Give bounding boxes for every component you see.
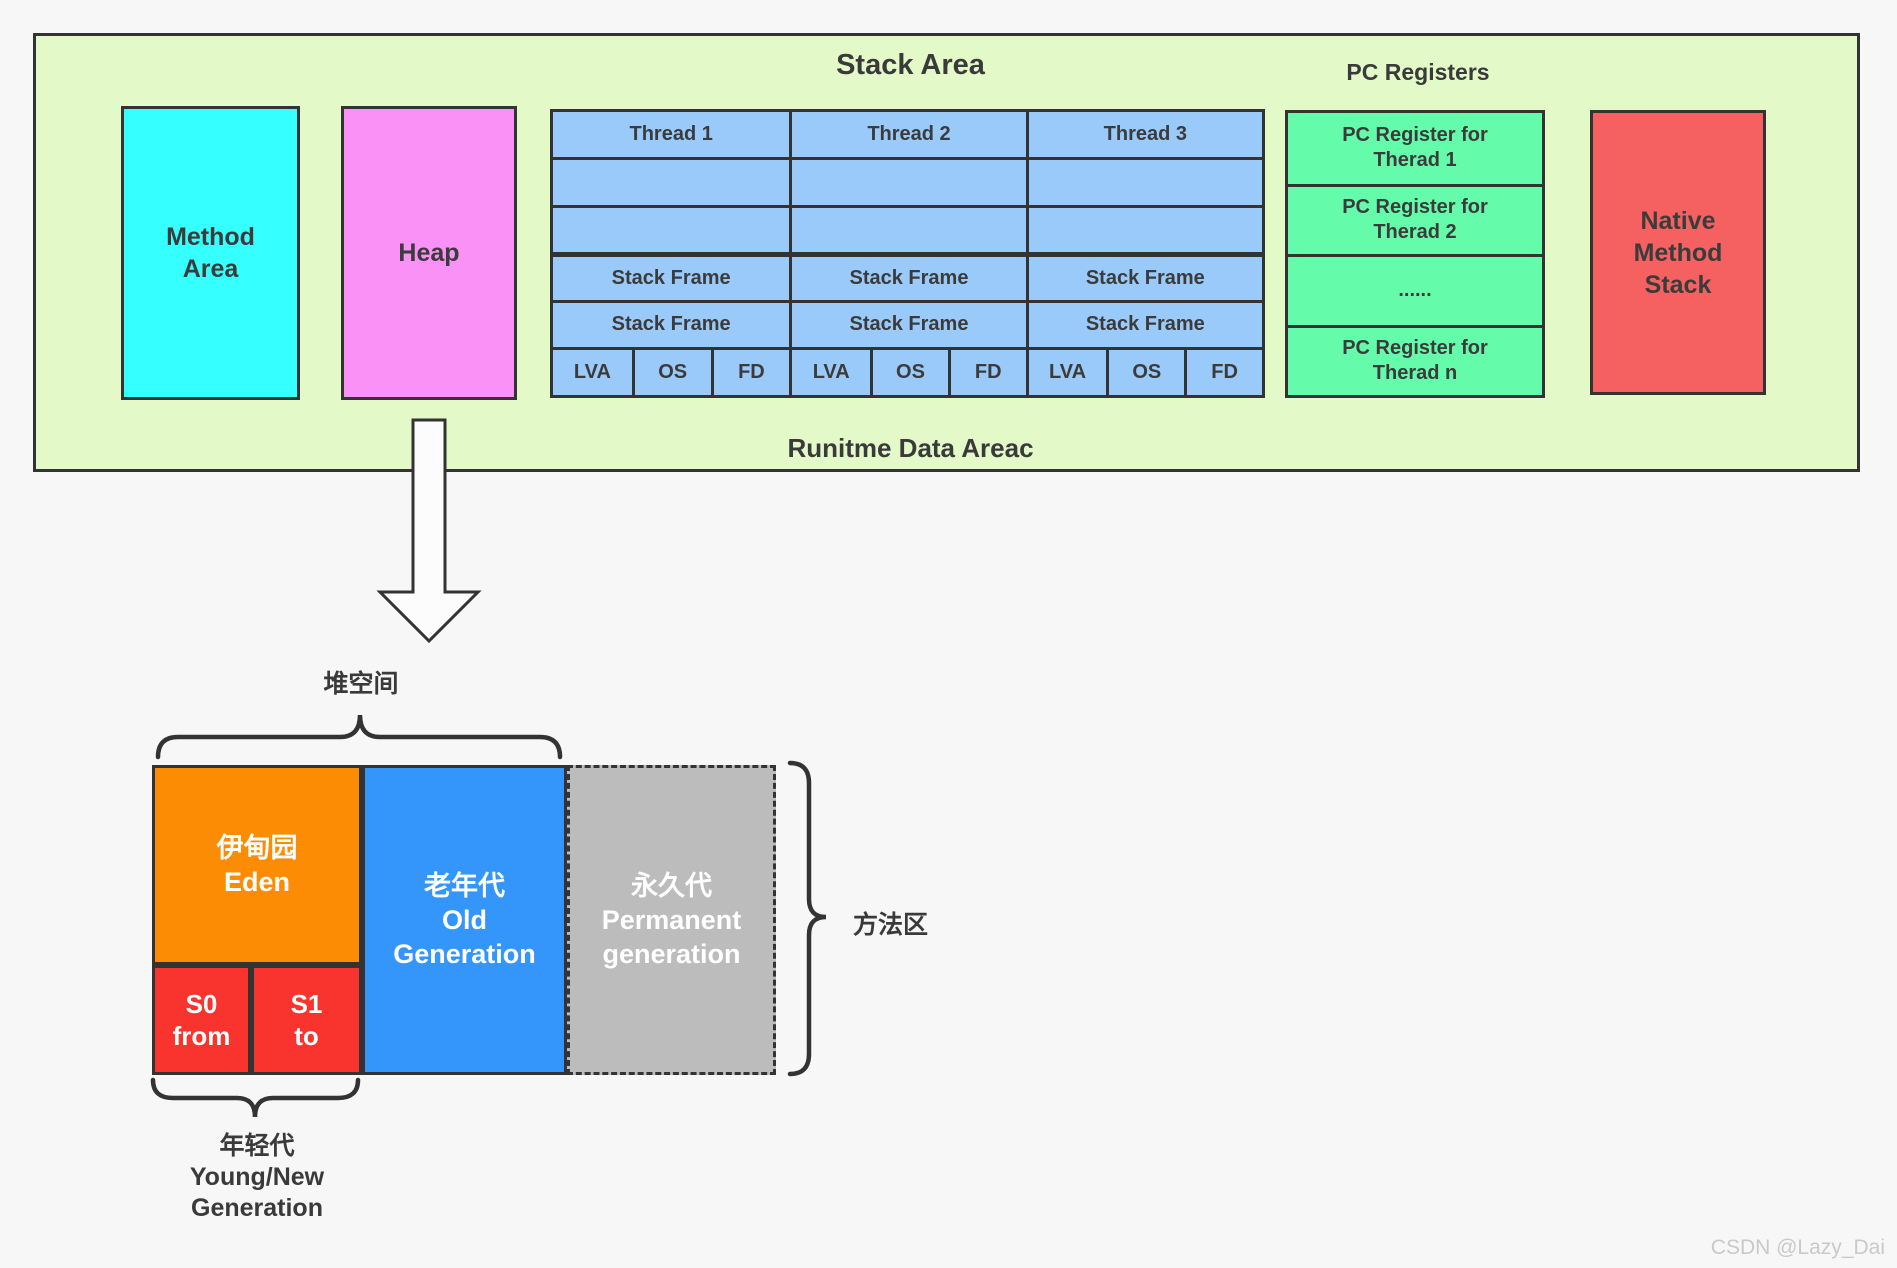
heap-label: Heap [398,238,460,267]
fd-cell: FD [710,350,790,395]
survivor1-box: S1 to [251,965,362,1075]
heap-box: Heap [341,106,517,400]
eden-box: 伊甸园 Eden [152,765,362,965]
s0-label-line: S0 [185,989,218,1019]
lva-cell: LVA [1028,350,1107,395]
s1-label-line: S1 [290,989,323,1019]
young-gen-label-line: 年轻代 [219,1132,295,1160]
pc-register-line: Therad n [1372,362,1458,385]
csdn-watermark: CSDN @Lazy_Dai [1710,1236,1885,1259]
native-stack-label-line: Method [1633,238,1723,267]
stack-frame-cell: Stack Frame [792,299,1026,347]
native-method-stack-box: Native Method Stack [1590,110,1766,395]
empty-stack-cell [792,204,1026,252]
pc-register-line: PC Register for [1342,124,1488,147]
native-stack-label-line: Native [1640,206,1716,235]
perm-gen-label-line: 永久代 [631,871,712,901]
pc-register-line: ...... [1398,279,1432,302]
old-gen-label-line: 老年代 [424,871,505,901]
stack-frame-cell: Stack Frame [1028,299,1262,347]
pc-register-cell: PC Register for Therad n [1288,324,1542,395]
os-cell: OS [1106,350,1185,395]
stack-area-title: Stack Area [836,49,985,81]
pc-register-line: PC Register for [1342,196,1488,219]
empty-stack-cell [553,204,790,252]
eden-label-line: 伊甸园 [216,833,298,863]
pc-registers-title: PC Registers [1346,59,1490,85]
frame-detail-row: LVA OS FD [792,347,1026,395]
fd-cell: FD [1184,350,1262,395]
stack-frame-cell: Stack Frame [1028,252,1262,300]
runtime-data-area-box: Stack Area PC Registers Runitme Data Are… [33,33,1860,472]
pc-register-line: Therad 1 [1373,149,1457,172]
old-gen-label-line: Generation [393,939,536,969]
perm-gen-label-line: Permanent [601,905,742,935]
s0-label-line: from [172,1021,231,1051]
young-generation-brace [150,1077,361,1118]
s1-label-line: to [294,1021,319,1051]
empty-stack-cell [792,157,1026,205]
os-cell: OS [870,350,948,395]
stack-frame-cell: Stack Frame [792,252,1026,300]
empty-stack-cell [1028,157,1262,205]
perm-gen-label-line: generation [602,939,741,969]
pc-registers-box: PC Register for Therad 1 PC Register for… [1285,110,1545,398]
pc-register-cell: PC Register for Therad 2 [1288,183,1542,254]
young-gen-label-line: Young/New [189,1163,325,1191]
thread-header: Thread 2 [792,112,1026,157]
frame-detail-row: LVA OS FD [553,347,790,395]
eden-label-line: Eden [223,867,290,897]
empty-stack-cell [1028,204,1262,252]
heap-space-label: 堆空间 [323,670,399,698]
method-area-brace [787,760,827,1077]
runtime-data-area-caption: Runitme Data Areac [787,433,1034,463]
stack-frame-cell: Stack Frame [553,299,790,347]
lva-cell: LVA [553,350,632,395]
thread-header: Thread 3 [1028,112,1262,157]
method-area-label-line: Area [182,255,239,283]
thread-stacks-table: Thread 1 Stack Frame Stack Frame LVA OS … [550,109,1265,398]
frame-detail-row: LVA OS FD [1028,347,1262,395]
method-area-cn-label: 方法区 [853,911,929,939]
thread-column-3: Thread 3 Stack Frame Stack Frame LVA OS … [1025,112,1262,395]
young-gen-label-line: Generation [191,1194,323,1222]
pc-register-cell: PC Register for Therad 1 [1288,113,1542,184]
pc-register-cell: ...... [1288,254,1542,325]
survivor0-box: S0 from [152,965,251,1075]
method-area-box: Method Area [121,106,300,400]
heap-space-brace [155,714,563,760]
pc-register-line: Therad 2 [1373,221,1457,244]
method-area-label-line: Method [166,223,255,251]
native-stack-label-line: Stack [1644,270,1712,299]
empty-stack-cell [553,157,790,205]
thread-header: Thread 1 [553,112,790,157]
thread-column-1: Thread 1 Stack Frame Stack Frame LVA OS … [553,112,790,395]
os-cell: OS [631,350,711,395]
thread-column-2: Thread 2 Stack Frame Stack Frame LVA OS … [789,112,1026,395]
old-gen-label-line: Old [442,905,487,935]
permanent-generation-box: 永久代 Permanent generation [567,765,776,1075]
pc-register-line: PC Register for [1342,337,1488,360]
stack-frame-cell: Stack Frame [553,252,790,300]
fd-cell: FD [947,350,1026,395]
lva-cell: LVA [792,350,871,395]
young-generation-label: 年轻代 Young/New Generation [107,1131,407,1224]
old-generation-box: 老年代 Old Generation [362,765,567,1075]
